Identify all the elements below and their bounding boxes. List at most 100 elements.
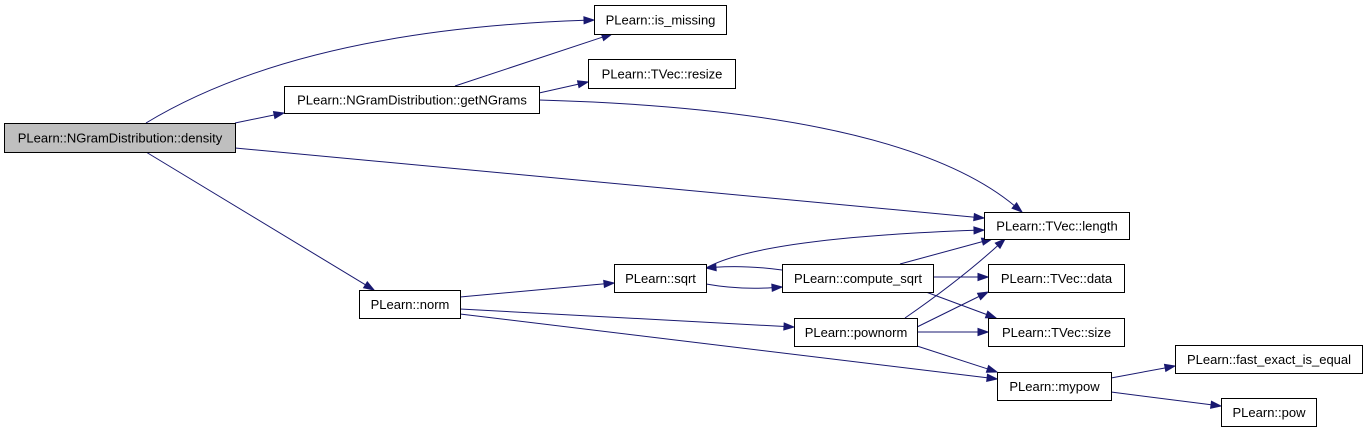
node-label: PLearn::pownorm — [805, 325, 908, 340]
node-label: PLearn::TVec::resize — [602, 67, 723, 82]
arrow-head — [783, 322, 796, 331]
edge-density-to-length — [234, 147, 986, 222]
edge-line — [916, 345, 989, 370]
node-label: PLearn::is_missing — [606, 13, 716, 28]
node-is-missing[interactable]: PLearn::is_missing — [594, 5, 727, 35]
node-box — [4, 123, 236, 153]
node-box — [782, 264, 934, 293]
arrow-head — [771, 283, 784, 292]
arrow-head — [977, 327, 990, 337]
node-mypow[interactable]: PLearn::mypow — [997, 372, 1112, 401]
edge-compute_sqrt-to-length — [899, 237, 994, 265]
node-label: PLearn::TVec::size — [1002, 325, 1111, 340]
edge-mypow-to-fast_exact_is_equal — [1110, 363, 1177, 379]
node-label: PLearn::norm — [371, 297, 450, 312]
node-label: PLearn::NGramDistribution::getNGrams — [297, 93, 527, 108]
edge-pownorm-to-length — [904, 237, 1007, 319]
edge-line — [705, 229, 976, 269]
arrow-head — [1210, 400, 1223, 409]
arrow-head — [1011, 202, 1024, 213]
arrow-head — [973, 226, 986, 235]
node-box — [988, 318, 1125, 347]
edge-line — [1110, 391, 1213, 406]
node-pownorm[interactable]: PLearn::pownorm — [794, 318, 918, 347]
edge-line — [904, 244, 999, 319]
node-getNGrams[interactable]: PLearn::NGramDistribution::getNGrams — [284, 86, 540, 114]
edge-pownorm-to-data — [916, 291, 990, 328]
node-label: PLearn::TVec::length — [996, 219, 1117, 234]
node-box — [1221, 398, 1317, 427]
node-compute-sqrt[interactable]: PLearn::compute_sqrt — [782, 264, 934, 293]
node-density[interactable]: PLearn::NGramDistribution::density — [4, 123, 236, 153]
edge-line — [145, 19, 586, 124]
node-box — [984, 212, 1130, 240]
node-norm[interactable]: PLearn::norm — [359, 290, 461, 319]
edge-line — [145, 151, 367, 286]
arrow-head — [272, 111, 286, 120]
edge-mypow-to-pow — [1110, 391, 1223, 409]
node-label: PLearn::mypow — [1009, 379, 1100, 394]
node-label: PLearn::pow — [1233, 405, 1307, 420]
edge-density-to-is_missing — [145, 16, 596, 124]
arrow-head — [977, 272, 990, 282]
node-size[interactable]: PLearn::TVec::size — [988, 318, 1125, 347]
arrow-head — [704, 262, 717, 272]
arrow-head — [1163, 363, 1177, 373]
edge-line — [538, 83, 580, 94]
arrow-head — [973, 212, 986, 222]
arrow-head — [986, 373, 999, 382]
arrow-head — [985, 364, 999, 373]
node-box — [1175, 345, 1363, 374]
edge-line — [459, 313, 989, 379]
edge-compute_sqrt-to-sqrt — [704, 262, 783, 272]
edge-getNGrams-to-length — [538, 99, 1024, 213]
arrow-head — [603, 279, 616, 289]
edge-line — [454, 36, 604, 87]
edge-compute_sqrt-to-data — [933, 272, 990, 282]
edge-density-to-getNGrams — [234, 111, 286, 124]
node-label: PLearn::compute_sqrt — [794, 271, 922, 286]
edge-pownorm-to-mypow — [916, 345, 999, 373]
edge-line — [705, 283, 774, 289]
arrow-head — [984, 310, 998, 319]
edges-layer — [145, 16, 1223, 409]
arrow-head — [583, 16, 596, 25]
edge-line — [916, 295, 981, 328]
node-box — [614, 264, 707, 293]
arrow-head — [976, 291, 990, 301]
edge-sqrt-to-compute_sqrt — [705, 283, 784, 292]
edge-line — [538, 99, 1016, 207]
arrow-head — [362, 280, 376, 291]
edge-norm-to-sqrt — [459, 279, 616, 298]
arrow-head — [994, 237, 1007, 250]
node-box — [988, 264, 1125, 293]
edge-line — [459, 283, 606, 298]
edge-norm-to-pownorm — [459, 308, 796, 331]
edge-line — [234, 147, 976, 218]
edge-pownorm-to-size — [917, 327, 990, 337]
node-label: PLearn::sqrt — [625, 271, 696, 286]
node-pow[interactable]: PLearn::pow — [1221, 398, 1317, 427]
edge-line — [459, 308, 786, 327]
edge-norm-to-mypow — [459, 313, 999, 382]
edge-line — [899, 240, 984, 265]
node-data[interactable]: PLearn::TVec::data — [988, 264, 1125, 293]
edge-line — [1110, 367, 1167, 379]
node-box — [359, 290, 461, 319]
node-fast-exact-is-equal[interactable]: PLearn::fast_exact_is_equal — [1175, 345, 1363, 374]
node-box — [794, 318, 918, 347]
node-resize[interactable]: PLearn::TVec::resize — [588, 59, 736, 89]
node-label: PLearn::TVec::data — [1001, 271, 1113, 286]
node-label: PLearn::fast_exact_is_equal — [1187, 352, 1351, 367]
edge-line — [714, 266, 783, 271]
node-label: PLearn::NGramDistribution::density — [18, 131, 223, 146]
edge-line — [234, 114, 276, 124]
nodes-layer: PLearn::NGramDistribution::densityPLearn… — [4, 5, 1363, 427]
node-length[interactable]: PLearn::TVec::length — [984, 212, 1130, 240]
node-box — [284, 86, 540, 114]
node-box — [594, 5, 727, 35]
edge-sqrt-to-length — [705, 226, 986, 269]
node-sqrt[interactable]: PLearn::sqrt — [614, 264, 707, 293]
node-box — [588, 59, 736, 89]
